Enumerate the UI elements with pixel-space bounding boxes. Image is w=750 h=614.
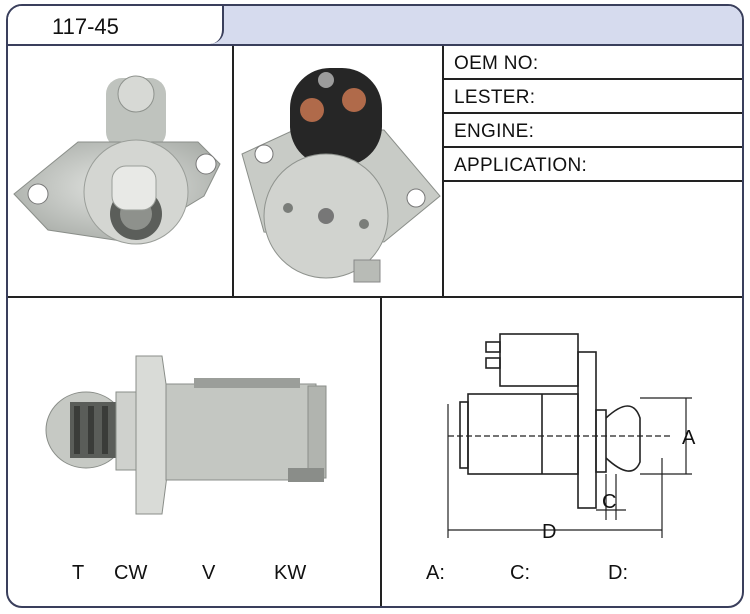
rotation-v: V bbox=[202, 562, 216, 584]
diagram-mark-c: C bbox=[602, 491, 616, 513]
starter-outline-drawing: A C D bbox=[447, 333, 696, 543]
spec-row-application: APPLICATION: bbox=[444, 148, 742, 182]
title-tab: 117-45 bbox=[8, 6, 224, 44]
divider bbox=[232, 46, 234, 298]
dim-label-d: D: bbox=[608, 562, 628, 584]
divider bbox=[442, 46, 444, 298]
divider bbox=[8, 296, 742, 298]
diagram-mark-a: A bbox=[682, 427, 696, 449]
oem-no-label: OEM NO: bbox=[454, 53, 539, 74]
diagram-mark-d: D bbox=[542, 521, 556, 543]
starter-rear-image bbox=[241, 68, 441, 283]
photo-side-view bbox=[8, 298, 380, 538]
dim-label-a: A: bbox=[426, 562, 445, 584]
application-label: APPLICATION: bbox=[454, 155, 588, 176]
spec-row-lester: LESTER: bbox=[444, 80, 742, 114]
spec-sheet: 117-45 bbox=[6, 4, 744, 608]
starter-front-image bbox=[13, 75, 221, 245]
photo-front-view bbox=[8, 46, 232, 296]
rotation-t: T bbox=[72, 562, 85, 584]
title-band: 117-45 bbox=[8, 6, 742, 46]
spec-row-engine: ENGINE: bbox=[444, 114, 742, 148]
part-number: 117-45 bbox=[52, 14, 119, 39]
rotation-cw: CW bbox=[114, 562, 148, 584]
spec-fields: OEM NO: LESTER: ENGINE: APPLICATION: bbox=[444, 46, 742, 296]
photo-rear-view bbox=[234, 46, 442, 296]
dimension-diagram: A C D bbox=[382, 298, 742, 548]
starter-side-image bbox=[45, 355, 327, 515]
lester-label: LESTER: bbox=[454, 87, 536, 108]
rotation-kw: KW bbox=[274, 562, 307, 584]
divider bbox=[380, 298, 382, 606]
spec-row-oem: OEM NO: bbox=[444, 46, 742, 80]
engine-label: ENGINE: bbox=[454, 121, 535, 142]
dim-label-c: C: bbox=[510, 562, 530, 584]
